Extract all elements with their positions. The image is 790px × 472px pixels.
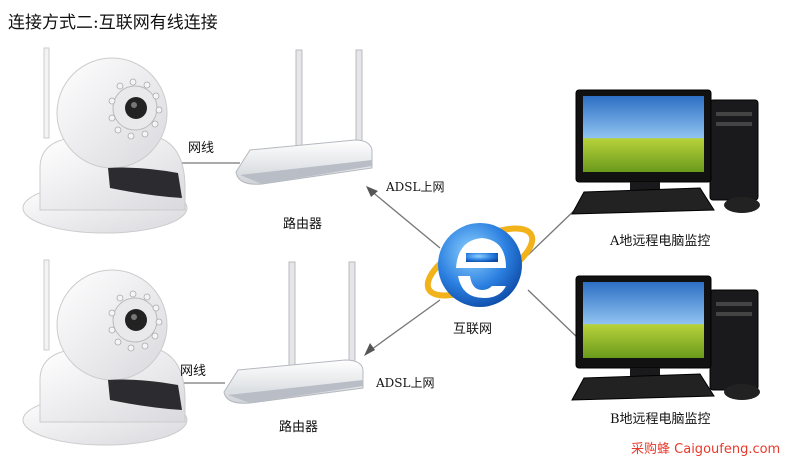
watermark-en: Caigoufeng.com: [674, 442, 781, 457]
arrow-icon: [366, 186, 378, 197]
camera-icon: [22, 47, 188, 234]
adsl-label: ADSL上网: [376, 376, 435, 390]
monitor-a-label: A地远程电脑监控: [610, 234, 711, 249]
router-icon: [235, 49, 373, 185]
adsl-line-2: [367, 299, 441, 353]
diagram-title: 连接方式二:互联网有线连接: [8, 13, 218, 33]
router-label: 路由器: [283, 217, 323, 232]
watermark: 采购蜂 Caigoufeng.com: [631, 438, 780, 457]
connection-lines: [178, 162, 581, 384]
adsl-label: ADSL上网: [386, 180, 445, 194]
arrowheads: [364, 186, 378, 356]
desktop-computer-icon: [571, 89, 760, 215]
cable-label: 网线: [188, 141, 215, 156]
internet-label: 互联网: [453, 322, 493, 337]
adsl-line-1: [369, 189, 441, 249]
monitor-b-label: B地远程电脑监控: [610, 412, 711, 427]
cable-label: 网线: [180, 364, 207, 379]
arrow-icon: [364, 343, 375, 356]
net-line-a: [527, 204, 581, 256]
router-icon: [223, 261, 364, 404]
camera-icon: [22, 259, 188, 446]
net-line-b: [527, 289, 581, 341]
internet-explorer-icon: [424, 223, 536, 307]
desktop-computer-icon: [571, 275, 760, 401]
watermark-cn: 采购蜂: [631, 442, 671, 457]
router-label: 路由器: [279, 420, 319, 435]
